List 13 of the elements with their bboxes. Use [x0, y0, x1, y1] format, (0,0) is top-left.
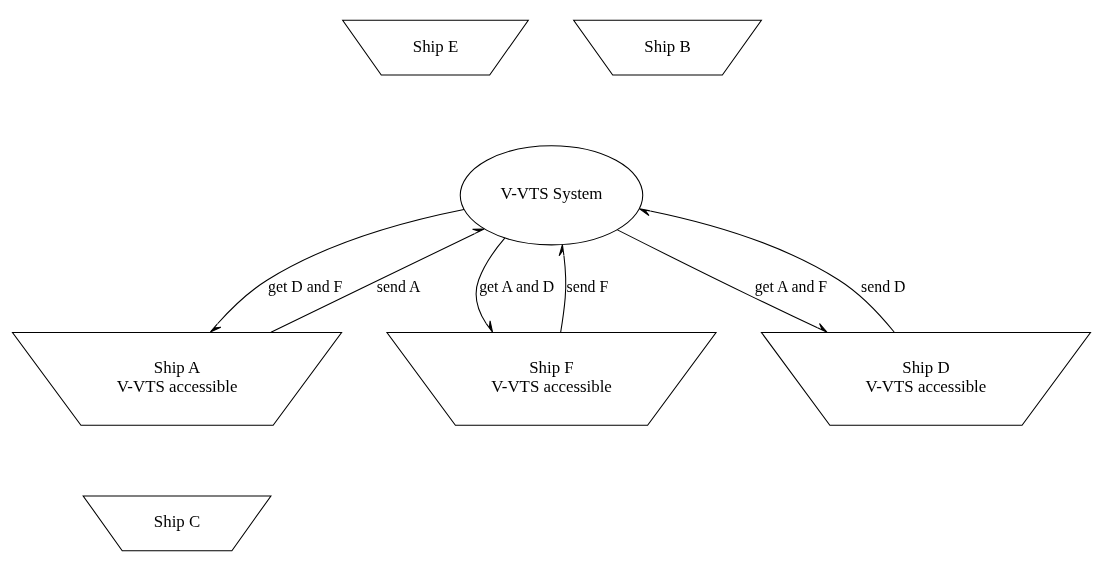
arrow [558, 244, 567, 333]
node-ellipse: V-VTS System [459, 145, 644, 246]
arrow [209, 208, 465, 333]
edge-label: send F [566, 278, 609, 296]
arrow [475, 237, 506, 333]
edge-label: get A and D [479, 278, 555, 296]
arrow [616, 229, 828, 333]
edge-label: get D and F [268, 278, 343, 296]
edge-label: send A [376, 278, 421, 296]
edge-label: get A and F [754, 278, 828, 296]
arrow [639, 208, 895, 333]
arrow [270, 228, 485, 333]
edge-label: send D [861, 278, 906, 296]
